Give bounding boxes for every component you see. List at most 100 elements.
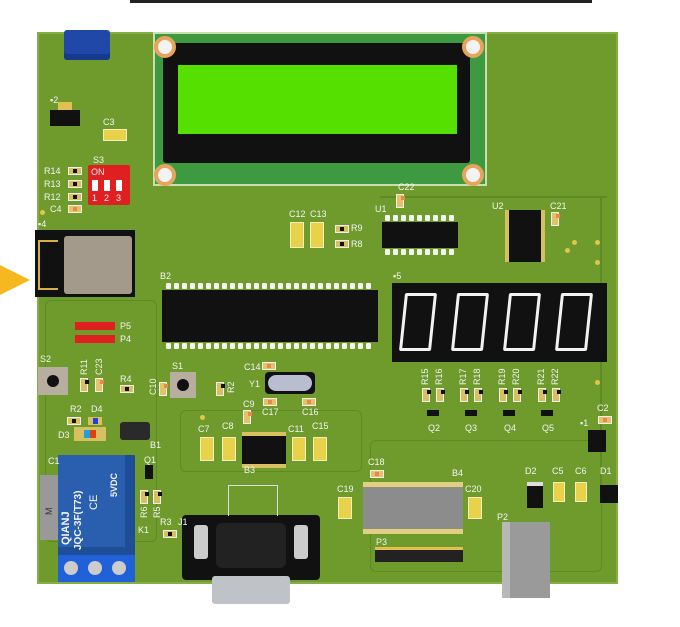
capacitor-c8 (222, 437, 236, 461)
transistor-q5 (541, 410, 553, 416)
label-j1: J1 (178, 517, 188, 527)
label-r2b: R2 (226, 381, 236, 393)
resistor (422, 388, 431, 402)
label-c21: C21 (550, 201, 567, 211)
resistor-r6 (140, 490, 149, 504)
capacitor-c13 (310, 222, 324, 248)
screw-icon (64, 561, 78, 575)
capacitor-c5 (553, 482, 565, 502)
label-k1: K1 (138, 525, 150, 535)
label-u2: U2 (492, 201, 504, 211)
relay-k1: QIANJ JQC-3F(T73) CE 5VDC (58, 455, 135, 555)
via (200, 415, 205, 420)
transistor-q3 (465, 410, 477, 416)
label-c13: C13 (310, 209, 327, 219)
capacitor-c3 (103, 129, 127, 141)
pin-header-p3[interactable] (375, 547, 463, 562)
db9-connector-j1[interactable] (182, 515, 320, 580)
capacitor-c20 (468, 497, 482, 519)
relay-side: M (40, 475, 60, 540)
lcd-screen (178, 65, 457, 134)
resistor-r5 (153, 490, 162, 504)
screw-icon (112, 561, 126, 575)
seven-segment-display (392, 283, 607, 362)
potentiometer[interactable] (64, 30, 110, 60)
label-c9: C9 (243, 399, 255, 409)
label-c11: C11 (288, 424, 304, 434)
label-c2: C2 (597, 403, 609, 413)
resistor (499, 388, 508, 402)
diode-d2 (527, 482, 543, 508)
via (595, 260, 600, 265)
capacitor-c11 (292, 437, 306, 461)
label-u1b: ▪1 (580, 418, 589, 428)
resistor-r3 (163, 530, 177, 538)
label-r13: R13 (44, 179, 61, 189)
label-r2: R2 (70, 404, 82, 414)
via (572, 240, 577, 245)
label-q5: Q5 (542, 423, 555, 433)
label-p2: P2 (497, 512, 509, 522)
capacitor-c16 (302, 398, 316, 406)
resistor-r2b (216, 382, 225, 396)
ic-u2 (505, 210, 545, 262)
digit-3 (502, 293, 542, 351)
digit-4 (554, 293, 594, 351)
label-r14: R14 (44, 166, 61, 176)
label-q3: Q3 (465, 423, 478, 433)
capacitor (68, 205, 82, 213)
via (40, 210, 45, 215)
pointer-arrow-icon (0, 265, 30, 295)
jumper-p4[interactable] (75, 335, 115, 343)
dip-position-1: 1 (92, 193, 98, 203)
label-r11: R11 (79, 359, 89, 375)
wifi-antenna (38, 240, 58, 290)
label-b2: B2 (160, 271, 172, 281)
label-r6: R6 (139, 506, 149, 518)
label-p3: P3 (376, 537, 388, 547)
dip-switch-s3[interactable]: ON 1 2 3 (88, 165, 130, 205)
db9-outline (228, 485, 278, 516)
screw-post (294, 525, 308, 559)
label-d1: D1 (600, 466, 612, 476)
label-q2: Q2 (428, 423, 441, 433)
jumper-p5[interactable] (75, 322, 115, 330)
voltage-regulator (50, 110, 80, 126)
label-s2: S2 (40, 354, 52, 364)
terminal-block[interactable] (58, 555, 135, 582)
label-d2: D2 (525, 466, 537, 476)
u1-pins (385, 215, 454, 221)
dip-toggle[interactable] (92, 180, 98, 191)
resistor-r4 (120, 385, 134, 393)
push-button-s2[interactable] (38, 367, 68, 395)
label-r3: R3 (160, 517, 172, 527)
via (565, 248, 570, 253)
dip-on-label: ON (91, 167, 105, 177)
relay-side-label: M (44, 507, 54, 516)
trace (180, 410, 362, 472)
capacitor-c6 (575, 482, 587, 502)
trace (380, 196, 607, 198)
label-y1: Y1 (249, 379, 261, 389)
dip-toggle[interactable] (104, 180, 110, 191)
label-c14: C14 (244, 362, 261, 372)
label-c12: C12 (289, 209, 306, 219)
mount-hole (154, 36, 176, 58)
label-r20: R20 (511, 368, 521, 385)
resistor (474, 388, 483, 402)
label-s3: S3 (93, 155, 105, 165)
transistor-q1 (145, 465, 153, 479)
capacitor-c2 (598, 416, 612, 424)
label-r21: R21 (536, 368, 546, 385)
dc-jack-p2[interactable] (502, 522, 550, 598)
label-c7: C7 (198, 424, 210, 434)
mount-hole (462, 36, 484, 58)
resistor-r2 (67, 417, 81, 425)
top-bar (130, 0, 592, 3)
label-r17: R17 (458, 368, 468, 385)
dip-position-3: 3 (116, 193, 122, 203)
via (595, 380, 600, 385)
push-button-s1[interactable] (170, 372, 196, 398)
label-u2reg: ▪2 (50, 95, 59, 105)
dip-toggle[interactable] (116, 180, 122, 191)
